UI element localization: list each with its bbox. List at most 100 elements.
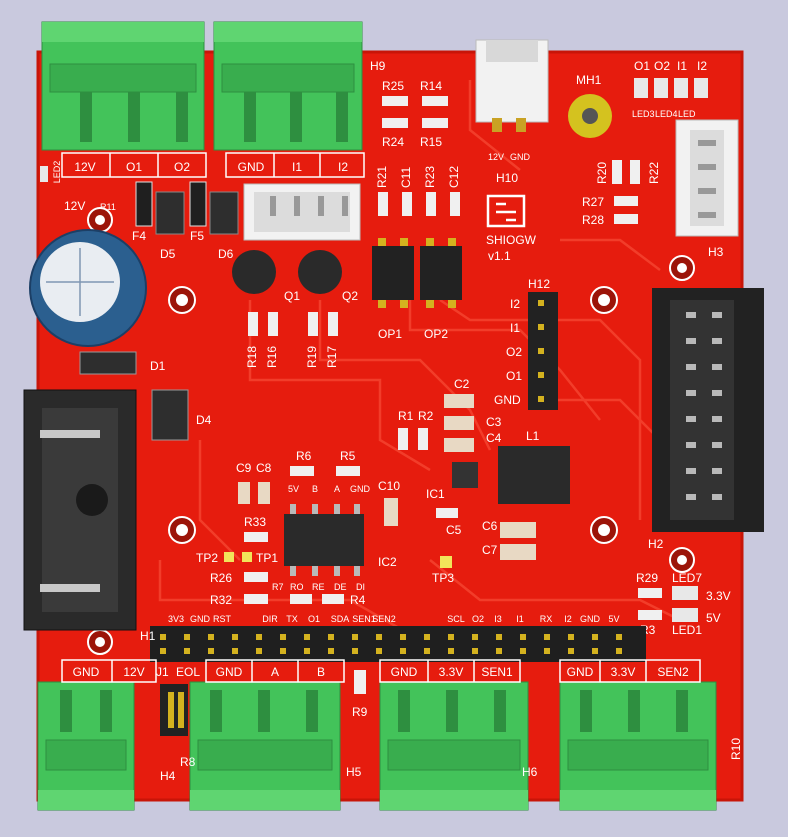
h1-pin	[352, 648, 358, 654]
h1-pin-label: 5V	[608, 614, 619, 624]
h1-pin-label: SEN2	[372, 614, 396, 624]
l1-label: L1	[526, 429, 540, 443]
tp1-label: TP1	[256, 551, 278, 565]
box-header-h2[interactable]	[652, 288, 764, 532]
testpoint-tp2[interactable]	[224, 552, 234, 562]
led1-package	[672, 608, 698, 622]
d6-label: D6	[218, 247, 234, 261]
h1-pin	[400, 634, 406, 640]
testpoint-tp1[interactable]	[242, 552, 252, 562]
mh1-label: MH1	[576, 73, 602, 87]
h1-pin	[160, 648, 166, 654]
h12-pin-i2: I2	[510, 297, 520, 311]
led7-package	[672, 586, 698, 600]
h1-pin	[616, 648, 622, 654]
h1-pin	[256, 648, 262, 654]
op1-label: OP1	[378, 327, 402, 341]
h1-pin	[544, 648, 550, 654]
h1-pin-label: RST	[213, 614, 232, 624]
h1-pin	[184, 648, 190, 654]
connector-jst-4pin-top[interactable]	[243, 183, 361, 241]
h1-pin	[424, 634, 430, 640]
terminal-block-bottom-3[interactable]	[379, 659, 529, 811]
h1-pin	[208, 648, 214, 654]
h1-pin	[496, 648, 502, 654]
resistor-r33	[244, 532, 268, 542]
diode-d6	[209, 191, 239, 235]
h1-pin	[400, 648, 406, 654]
top-led-array	[634, 78, 708, 98]
terminal-block-bottom-2[interactable]	[189, 659, 345, 811]
r2-label: R2	[418, 409, 434, 423]
bt3-pin1-label: GND	[391, 665, 418, 679]
r19-label: R19	[305, 346, 319, 368]
bt3-pin2-label: 3.3V	[439, 665, 464, 679]
diode-d5	[155, 191, 185, 235]
h1-pin-label: SDA	[331, 614, 350, 624]
r14-label: R14	[420, 79, 442, 93]
ic2-chip	[284, 514, 364, 566]
bt4-pin1-label: GND	[567, 665, 594, 679]
h5-label: H5	[346, 765, 362, 779]
h1-pin-label: O1	[308, 614, 320, 624]
h1-pin	[472, 648, 478, 654]
r33-label: R33	[244, 515, 266, 529]
led2-package	[40, 166, 48, 182]
c3-label: C3	[486, 415, 502, 429]
c4-label: C4	[486, 431, 502, 445]
c2-label: C2	[454, 377, 470, 391]
h1-pin	[280, 634, 286, 640]
led7-label: LED7	[672, 571, 702, 585]
h1-pin	[160, 634, 166, 640]
h3-label: H3	[708, 245, 724, 259]
ic2-pin-a: A	[334, 484, 340, 494]
top1-pin1-label: 12V	[74, 160, 95, 174]
r15-label: R15	[420, 135, 442, 149]
h12-pin-i1: I1	[510, 321, 520, 335]
terminal-block-top-2[interactable]	[213, 21, 365, 178]
c7-label: C7	[482, 543, 498, 557]
d1-label: D1	[150, 359, 166, 373]
h1-label: H1	[140, 629, 156, 643]
top1-pin2-label: O1	[126, 160, 142, 174]
c6-label: C6	[482, 519, 498, 533]
connector-h3[interactable]	[675, 119, 739, 237]
status-5v-label: 5V	[706, 611, 721, 625]
r21-label: R21	[375, 166, 389, 188]
h1-pin	[424, 648, 430, 654]
h1-pin-label: RX	[540, 614, 553, 624]
fuse-f5	[189, 181, 207, 227]
h1-pin	[592, 648, 598, 654]
ic2-pin-re: RE	[312, 582, 325, 592]
ic2-pin-de: DE	[334, 582, 347, 592]
r10-label: R10	[729, 738, 743, 760]
h1-pin-label: I2	[564, 614, 572, 624]
c9-label: C9	[236, 461, 252, 475]
c10-label: C10	[378, 479, 400, 493]
c12-label: C12	[447, 166, 461, 188]
testpoint-tp3[interactable]	[440, 556, 452, 568]
r11-label: R11	[100, 202, 116, 212]
eol-label: EOL	[176, 665, 200, 679]
h1-pin-label: GND	[580, 614, 601, 624]
terminal-block-top-1[interactable]	[41, 21, 207, 178]
terminal-block-bottom-4[interactable]	[559, 659, 717, 811]
h1-pin	[616, 634, 622, 640]
h1-pin	[496, 634, 502, 640]
connector-h10[interactable]	[475, 39, 549, 132]
q2-label: Q2	[342, 289, 358, 303]
r16-label: R16	[265, 346, 279, 368]
h1-pin-label: 3V3	[168, 614, 184, 624]
pin-header-h1[interactable]	[150, 626, 646, 662]
top-terminal-labels: 12V O1 O2 GND I1 I2	[74, 160, 348, 174]
resistors-r16-r19	[248, 312, 338, 336]
terminal-block-bottom-1[interactable]	[37, 659, 157, 811]
h1-pin	[304, 648, 310, 654]
r17-label: R17	[325, 346, 339, 368]
led-label-o1: O1	[634, 59, 650, 73]
header-h12[interactable]	[528, 292, 558, 410]
h1-pin	[544, 634, 550, 640]
ic2-pin-di: DI	[356, 582, 365, 592]
capacitor-c10	[384, 498, 398, 526]
